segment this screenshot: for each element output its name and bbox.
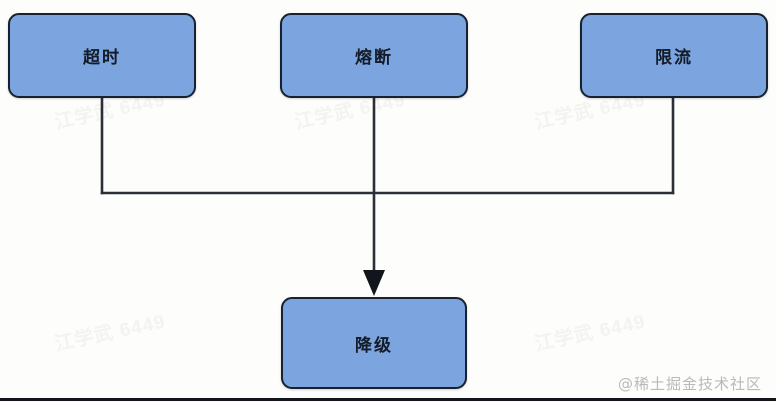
node-breaker-label: 熔断 bbox=[355, 48, 393, 68]
node-breaker[interactable]: 熔断 bbox=[280, 13, 468, 98]
node-ratelimit[interactable]: 限流 bbox=[580, 13, 768, 98]
node-degrade-label: 降级 bbox=[355, 335, 393, 356]
bottom-divider bbox=[0, 398, 776, 401]
signature-watermark: @稀土掘金技术社区 bbox=[617, 375, 762, 393]
arrowhead-icon bbox=[363, 270, 385, 296]
node-timeout-label: 超时 bbox=[83, 48, 121, 68]
node-degrade[interactable]: 降级 bbox=[281, 297, 467, 389]
node-timeout[interactable]: 超时 bbox=[8, 13, 196, 98]
node-ratelimit-label: 限流 bbox=[655, 48, 693, 68]
